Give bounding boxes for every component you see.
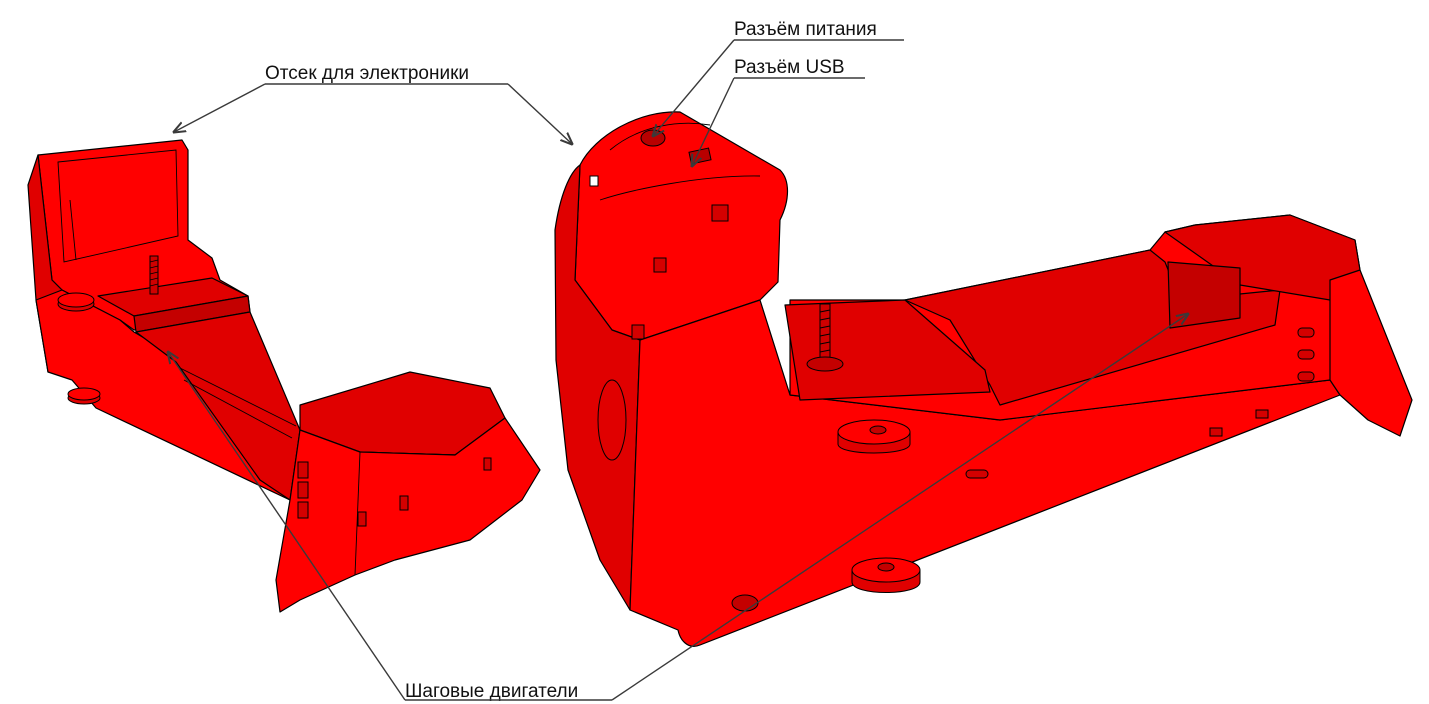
right-lead-screw: [806, 303, 844, 372]
left-front-side: [275, 417, 541, 613]
label-electronics-bay: Отсек для электроники: [265, 63, 469, 84]
left-platform-view: [27, 139, 541, 613]
callout-electronics-bay: Отсек для электроники: [174, 63, 572, 144]
label-stepper-motors: Шаговые двигатели: [405, 681, 578, 702]
power-connector-hole: [640, 129, 666, 147]
label-power-connector: Разъём питания: [734, 19, 877, 40]
left-feet: [57, 292, 101, 405]
right-rear-motor-plate: [1164, 214, 1361, 301]
right-electronics-housing: [574, 111, 789, 341]
right-front-motor-plate: [784, 299, 991, 401]
right-platform-view: [554, 111, 1413, 647]
left-lead-screw: [149, 255, 159, 295]
right-rear-plate: [1329, 269, 1413, 437]
callout-usb-connector: Разъём USB: [692, 57, 865, 166]
left-slots: [297, 457, 492, 527]
label-usb-connector: Разъём USB: [734, 57, 845, 78]
right-feet: [731, 419, 921, 612]
callout-stepper-motors: Шаговые двигатели: [168, 314, 1188, 702]
callout-power-connector: Разъём питания: [653, 19, 904, 136]
